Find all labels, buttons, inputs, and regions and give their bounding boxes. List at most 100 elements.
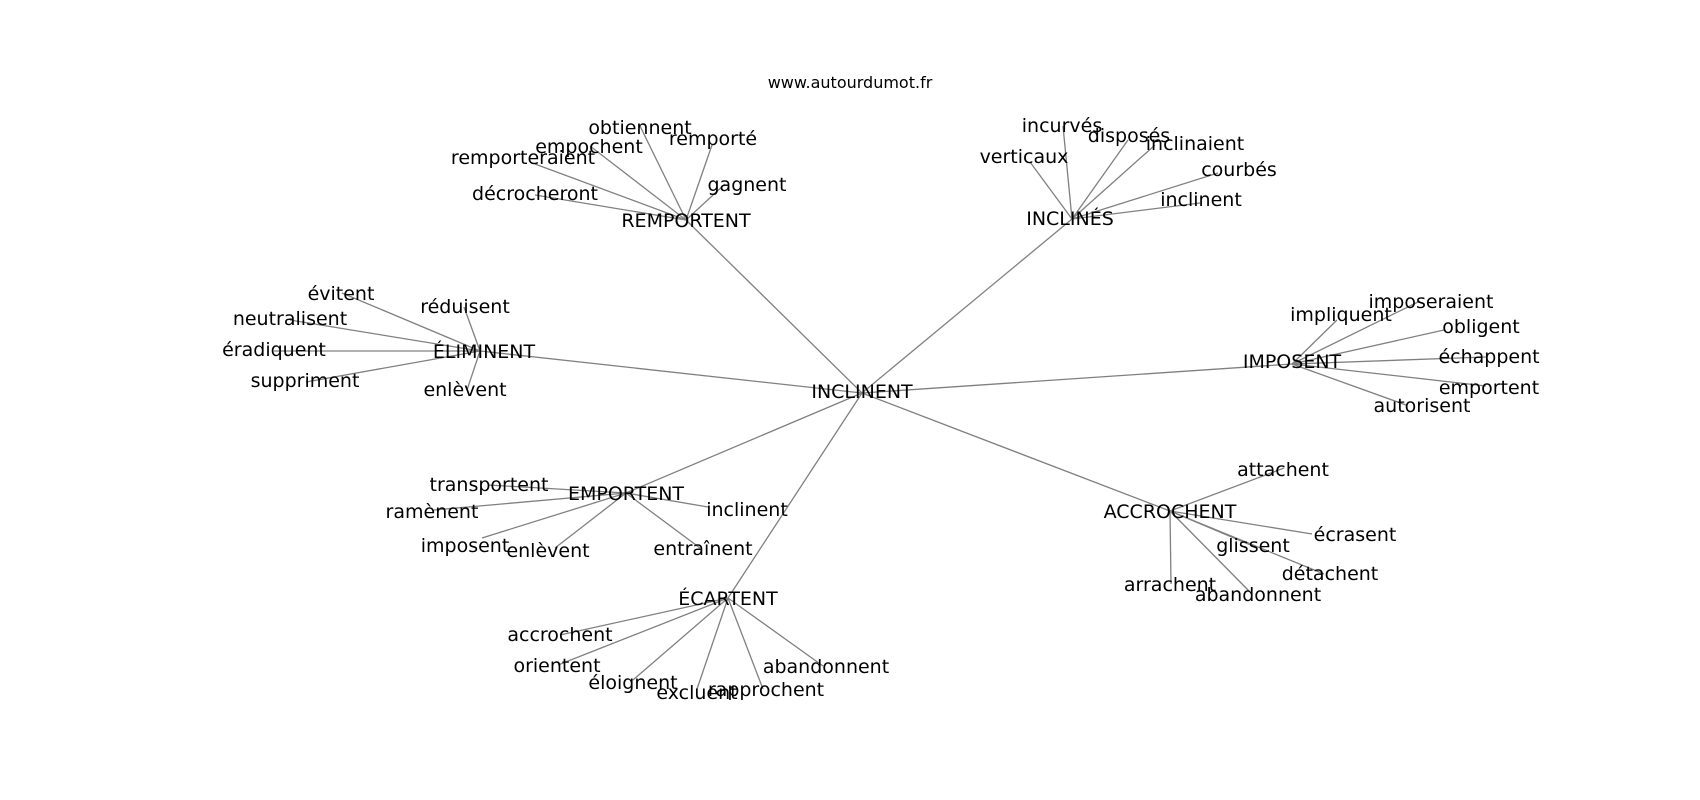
hub-node-inclines: INCLINÉS (1026, 207, 1114, 230)
hub-node-ecartent: ÉCARTENT (678, 587, 778, 610)
hub-node-imposent: IMPOSENT (1243, 351, 1342, 373)
edge-imposent-impliquent (1291, 319, 1338, 365)
leaf-node-arrachent: arrachent (1124, 574, 1216, 596)
edge-eliminent-neutralisent (289, 319, 481, 352)
leaf-node-detachent: détachent (1282, 563, 1379, 585)
edge-remportent-decrocheront (534, 194, 687, 221)
leaf-node-suppriment: suppriment (251, 370, 360, 392)
edge-inclines-verticaux (1029, 161, 1073, 220)
leaf-node-emportent: emportent (1439, 377, 1539, 399)
edge-center-imposent (861, 363, 1293, 394)
edge-ecartent-eloignent (632, 597, 729, 681)
leaf-node-ecrasent: écrasent (1314, 524, 1397, 546)
edge-accrochent-attachent (1169, 467, 1285, 512)
leaf-node-orientent: orientent (513, 655, 600, 677)
leaf-node-attachent: attachent (1237, 459, 1329, 481)
leaf-node-obtiennent: obtiennent (588, 117, 691, 139)
edge-emportent-transportent (487, 484, 627, 494)
edge-ecartent-accrochent (559, 597, 729, 636)
leaf-node-echappent: échappent (1438, 346, 1539, 368)
edge-center-ecartent (727, 392, 863, 599)
leaf-node-transportent: transportent (430, 474, 549, 496)
edge-ecartent-abandonnent (727, 597, 824, 667)
leaf-node-evitent: évitent (308, 283, 375, 305)
leaf-node-abandonnent: abandonnent (763, 656, 889, 678)
edge-accrochent-arrachent (1169, 510, 1172, 585)
edge-remportent-remporte (685, 144, 713, 221)
edge-inclines-courbes (1071, 172, 1219, 220)
edge-inclines-disposes (1071, 139, 1129, 220)
leaf-node-empochent: empochent (535, 136, 643, 158)
edges (274, 125, 1487, 690)
leaf-node-enlevent: enlèvent (506, 540, 589, 562)
leaf-node-remporte: remporté (669, 128, 757, 150)
edge-eliminent-evitent (341, 292, 481, 352)
leaf-node-imposeraient: imposeraient (1369, 291, 1494, 313)
leaf-node-ramenent: ramènent (386, 501, 479, 523)
leaf-node-rapprochent: rapprochent (708, 679, 824, 701)
hub-node-emportent: EMPORTENT (568, 483, 684, 505)
edge-emportent-imposent (481, 492, 627, 539)
leaf-node-disposes: disposés (1088, 125, 1170, 147)
edge-center-remportent (685, 219, 863, 394)
edge-inclines-incurves (1062, 125, 1073, 220)
edge-imposent-imposeraient (1291, 300, 1421, 365)
edge-remportent-empochent (589, 145, 687, 221)
leaf-node-neutralisent: neutralisent (233, 308, 347, 330)
leaf-node-eloignent: éloignent (588, 672, 677, 694)
leaf-node-enlevent: enlèvent (423, 379, 506, 401)
edge-emportent-ramenent (433, 492, 627, 511)
edge-ecartent-excluent (696, 597, 729, 690)
leaf-node-abandonnent: abandonnent (1195, 584, 1321, 606)
edge-eliminent-suppriment (305, 350, 481, 383)
edge-imposent-emportent (1291, 363, 1487, 387)
leaf-node-reduisent: réduisent (420, 296, 510, 318)
leaf-node-eradiquent: éradiquent (222, 339, 326, 361)
edge-emportent-enlevent (554, 492, 627, 549)
hub-node-remportent: REMPORTENT (621, 210, 751, 232)
edge-ecartent-orientent (557, 597, 729, 666)
labels: www.autourdumot.fr INCLINENT REMPORTENT ob… (222, 73, 1539, 704)
site-url: www.autourdumot.fr (768, 73, 933, 92)
hub-node-accrochent: ACCROCHENT (1104, 501, 1237, 523)
edge-imposent-autorisent (1291, 363, 1407, 406)
edge-emportent-inclinent (625, 492, 709, 508)
leaf-node-courbes: courbés (1201, 159, 1277, 181)
edge-accrochent-ecrasent (1169, 510, 1313, 535)
edge-inclines-inclinaient (1071, 144, 1156, 220)
leaf-node-decrocheront: décrocheront (472, 183, 598, 205)
edge-remportent-remporteraient (534, 163, 687, 221)
leaf-node-remporteraient: remporteraient (451, 147, 595, 169)
leaf-node-impliquent: impliquent (1290, 304, 1392, 326)
leaf-node-incurves: incurvés (1022, 115, 1102, 137)
edge-remportent-obtiennent (639, 125, 687, 221)
edge-imposent-obligent (1291, 329, 1445, 365)
leaf-node-entrainent: entraînent (653, 538, 752, 560)
leaf-node-inclinaient: inclinaient (1146, 133, 1244, 155)
edge-inclines-inclinent (1071, 202, 1201, 220)
edge-emportent-entrainent (625, 492, 701, 549)
edge-eliminent-enlevent (466, 350, 481, 391)
hub-node-eliminent: ÉLIMINENT (433, 340, 536, 363)
edge-center-emportent (625, 392, 863, 494)
edge-center-inclines (861, 218, 1073, 394)
edge-center-eliminent (479, 350, 863, 394)
leaf-node-autorisent: autorisent (1374, 395, 1471, 417)
edge-accrochent-detachent (1169, 510, 1325, 575)
leaf-node-accrochent: accrochent (507, 624, 612, 646)
edge-ecartent-rapprochent (727, 597, 764, 690)
edge-center-accrochent (861, 392, 1171, 512)
leaf-node-gagnent: gagnent (708, 174, 787, 196)
leaf-node-obligent: obligent (1442, 316, 1519, 338)
edge-imposent-echappent (1291, 356, 1487, 365)
leaf-node-imposent: imposent (421, 535, 510, 557)
edge-eliminent-reduisent (463, 306, 481, 352)
center-node: INCLINENT (811, 381, 913, 403)
leaf-node-glissent: glissent (1216, 535, 1290, 557)
edge-remportent-gagnent (685, 183, 726, 221)
leaf-node-excluent: excluent (656, 682, 737, 704)
leaf-node-verticaux: verticaux (980, 146, 1069, 168)
leaf-node-inclinent: inclinent (1160, 189, 1242, 211)
leaf-node-inclinent: inclinent (706, 499, 788, 521)
